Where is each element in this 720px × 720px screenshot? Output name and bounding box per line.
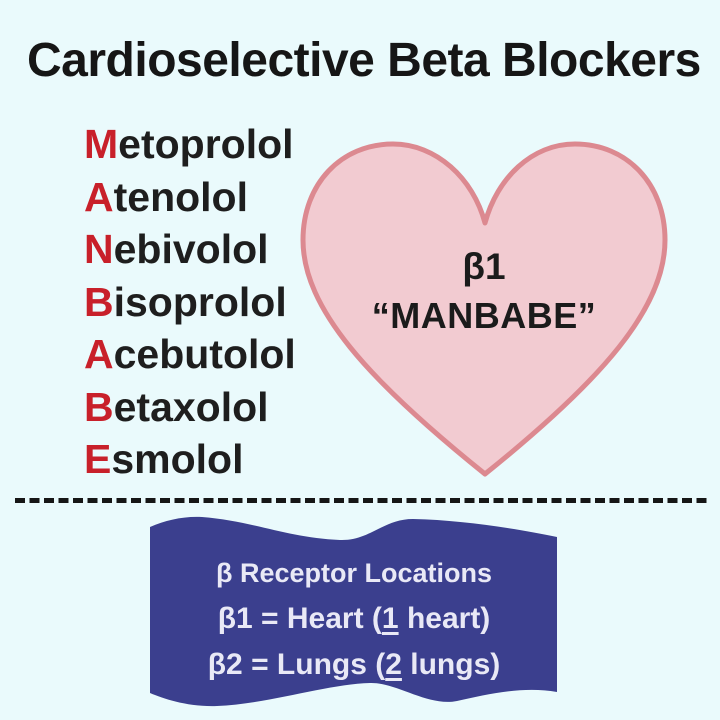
wave-banner-icon <box>150 516 557 707</box>
banner-line-beta1: β1 = Heart (1 heart) <box>148 596 560 642</box>
drug-row: Nebivolol <box>84 223 296 276</box>
banner-line-beta2: β2 = Lungs (2 lungs) <box>148 642 560 688</box>
drug-name-rest: cebutolol <box>113 331 296 377</box>
mnemonic-label: “MANBABE” <box>371 295 597 336</box>
drug-name-rest: isoprolol <box>113 278 287 325</box>
drug-name-rest: ebivolol <box>113 226 269 272</box>
heart-icon <box>300 141 668 477</box>
page-title: Cardioselective Beta Blockers <box>27 34 701 87</box>
drug-initial: M <box>84 121 119 167</box>
beta1-underlined-digit: 1 <box>381 602 399 635</box>
beta2-underlined-digit: 2 <box>385 647 402 681</box>
drug-row: Metoprolol <box>84 118 296 171</box>
dashed-divider <box>15 498 707 503</box>
drug-row: Bisoprolol <box>84 276 296 329</box>
wave-banner-shape <box>150 516 557 707</box>
receptor-label: β1 <box>462 246 506 287</box>
banner-text: β Receptor Locations β1 = Heart (1 heart… <box>148 551 560 687</box>
heart-label: β1 “MANBABE” <box>298 243 670 341</box>
beta1-post: heart) <box>398 602 491 635</box>
drug-initial: B <box>84 278 114 325</box>
drug-initial: A <box>84 331 114 377</box>
drug-name-rest: etoprolol <box>118 121 294 167</box>
banner-heading: β Receptor Locations <box>215 558 493 588</box>
drug-row: Acebutolol <box>84 328 296 381</box>
drug-initial: B <box>84 383 114 430</box>
beta2-post: lungs) <box>401 647 501 681</box>
drug-row: Atenolol <box>84 171 296 224</box>
drug-initial: A <box>84 173 114 220</box>
beta2-pre: β2 = Lungs ( <box>207 647 386 681</box>
drug-name-rest: tenolol <box>113 173 248 220</box>
drug-initial: E <box>84 436 112 482</box>
drug-name-rest: smolol <box>111 436 244 482</box>
drug-name-rest: etaxolol <box>113 383 269 430</box>
drug-row: Esmolol <box>84 433 296 486</box>
drug-initial: N <box>84 226 114 272</box>
heart-shape <box>300 141 668 477</box>
beta1-pre: β1 = Heart ( <box>217 602 382 635</box>
drug-list: Metoprolol Atenolol Nebivolol Bisoprolol… <box>84 118 296 486</box>
drug-row: Betaxolol <box>84 381 296 434</box>
